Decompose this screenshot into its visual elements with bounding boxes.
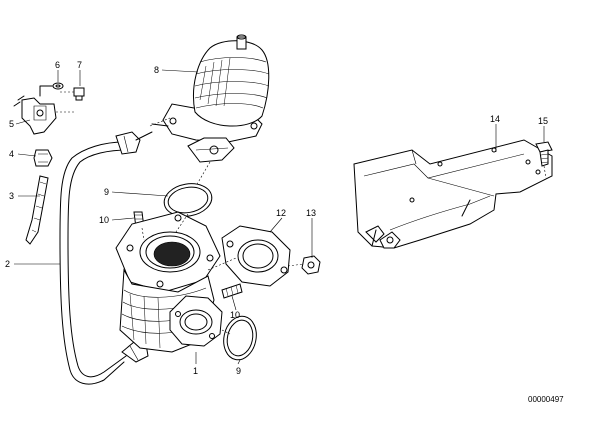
callout-labels: 1 2 3 4 5 6 7 8 9 9 10 10 12 13 14 15 xyxy=(5,60,548,376)
washer-part xyxy=(52,82,64,90)
callout-13: 13 xyxy=(306,208,316,218)
callout-14: 14 xyxy=(490,114,500,124)
callout-12: 12 xyxy=(276,208,286,218)
callout-3: 3 xyxy=(9,191,14,201)
bracket-bolt-part xyxy=(535,141,553,167)
callout-6: 6 xyxy=(55,60,60,70)
callout-4: 4 xyxy=(9,149,14,159)
callout-7: 7 xyxy=(77,60,82,70)
gasket-ring-upper-part xyxy=(163,183,213,217)
bracket-part xyxy=(353,139,553,249)
callout-1: 1 xyxy=(193,366,198,376)
callout-9-lower: 9 xyxy=(236,366,241,376)
diagram-reference-code: 00000497 xyxy=(528,395,564,404)
wastegate-housing-part xyxy=(115,211,223,353)
hose-clamp-part xyxy=(33,149,53,167)
callout-5: 5 xyxy=(9,119,14,129)
callout-8: 8 xyxy=(154,65,159,75)
vacuum-valve-part xyxy=(13,85,74,135)
callout-9-upper: 9 xyxy=(104,187,109,197)
nut-part xyxy=(301,255,321,275)
callout-2: 2 xyxy=(5,259,10,269)
callout-leaders xyxy=(14,69,545,365)
vacuum-hose-part xyxy=(59,131,153,385)
hose-sleeve-part xyxy=(25,175,49,245)
callout-10-upper: 10 xyxy=(99,215,109,225)
callout-10-lower: 10 xyxy=(230,310,240,320)
callout-15: 15 xyxy=(538,116,548,126)
bolt-part xyxy=(60,87,85,101)
stud-lower-part xyxy=(221,283,243,299)
vacuum-actuator-part xyxy=(151,34,270,163)
flange-gasket-part xyxy=(221,225,291,287)
gasket-ring-lower-part xyxy=(223,315,257,361)
